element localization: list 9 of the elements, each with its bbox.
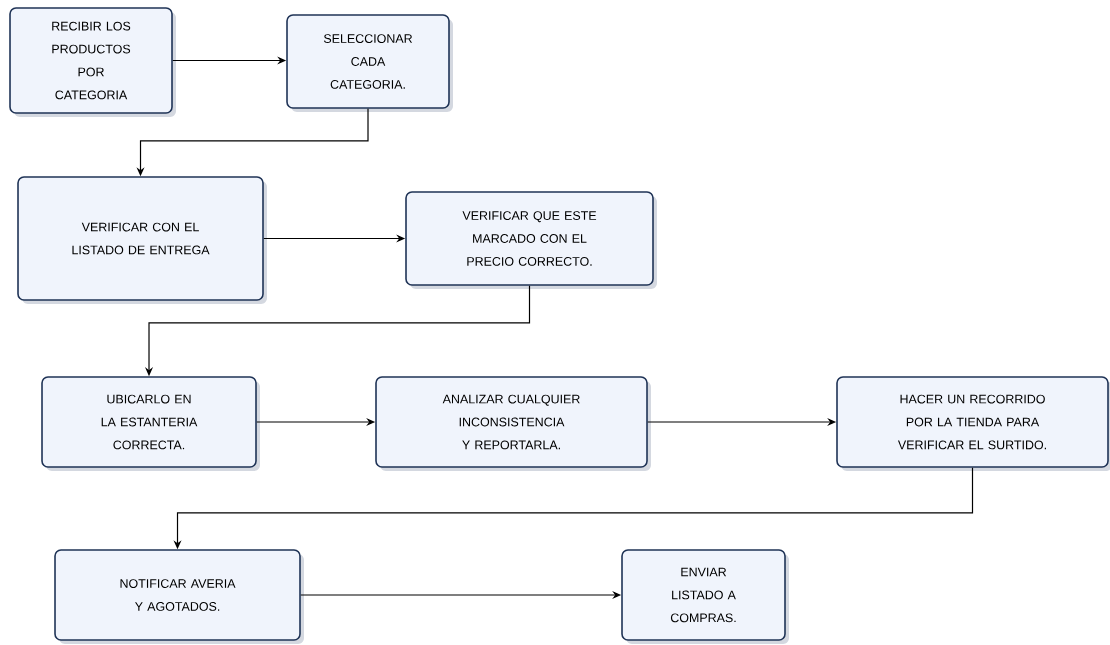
process-box: VERIFICAR QUE ESTE MARCADO CON EL PRECIO CORRECTO. [405,191,657,289]
process-box: ANALIZAR CUALQUIER INCONSISTENCIA Y REPORTARLA. [375,376,651,471]
process-box: HACER UN RECORRIDO POR LA TIENDA PARA VERIFICAR EL SURTIDO. [836,376,1110,471]
process-box: ENVIAR LISTADO A COMPRAS. [621,549,789,644]
process-box: VERIFICAR CON EL LISTADO DE ENTREGA [17,176,267,304]
process-box: NOTIFICAR AVERIA Y AGOTADOS. [54,549,304,644]
process-box: UBICARLO EN LA ESTANTERIA CORRECTA. [41,376,260,471]
process-box: SELECCIONAR CADA CATEGORIA. [286,14,453,112]
process-box: RECIBIR LOS PRODUCTOS POR CATEGORIA [9,7,176,117]
